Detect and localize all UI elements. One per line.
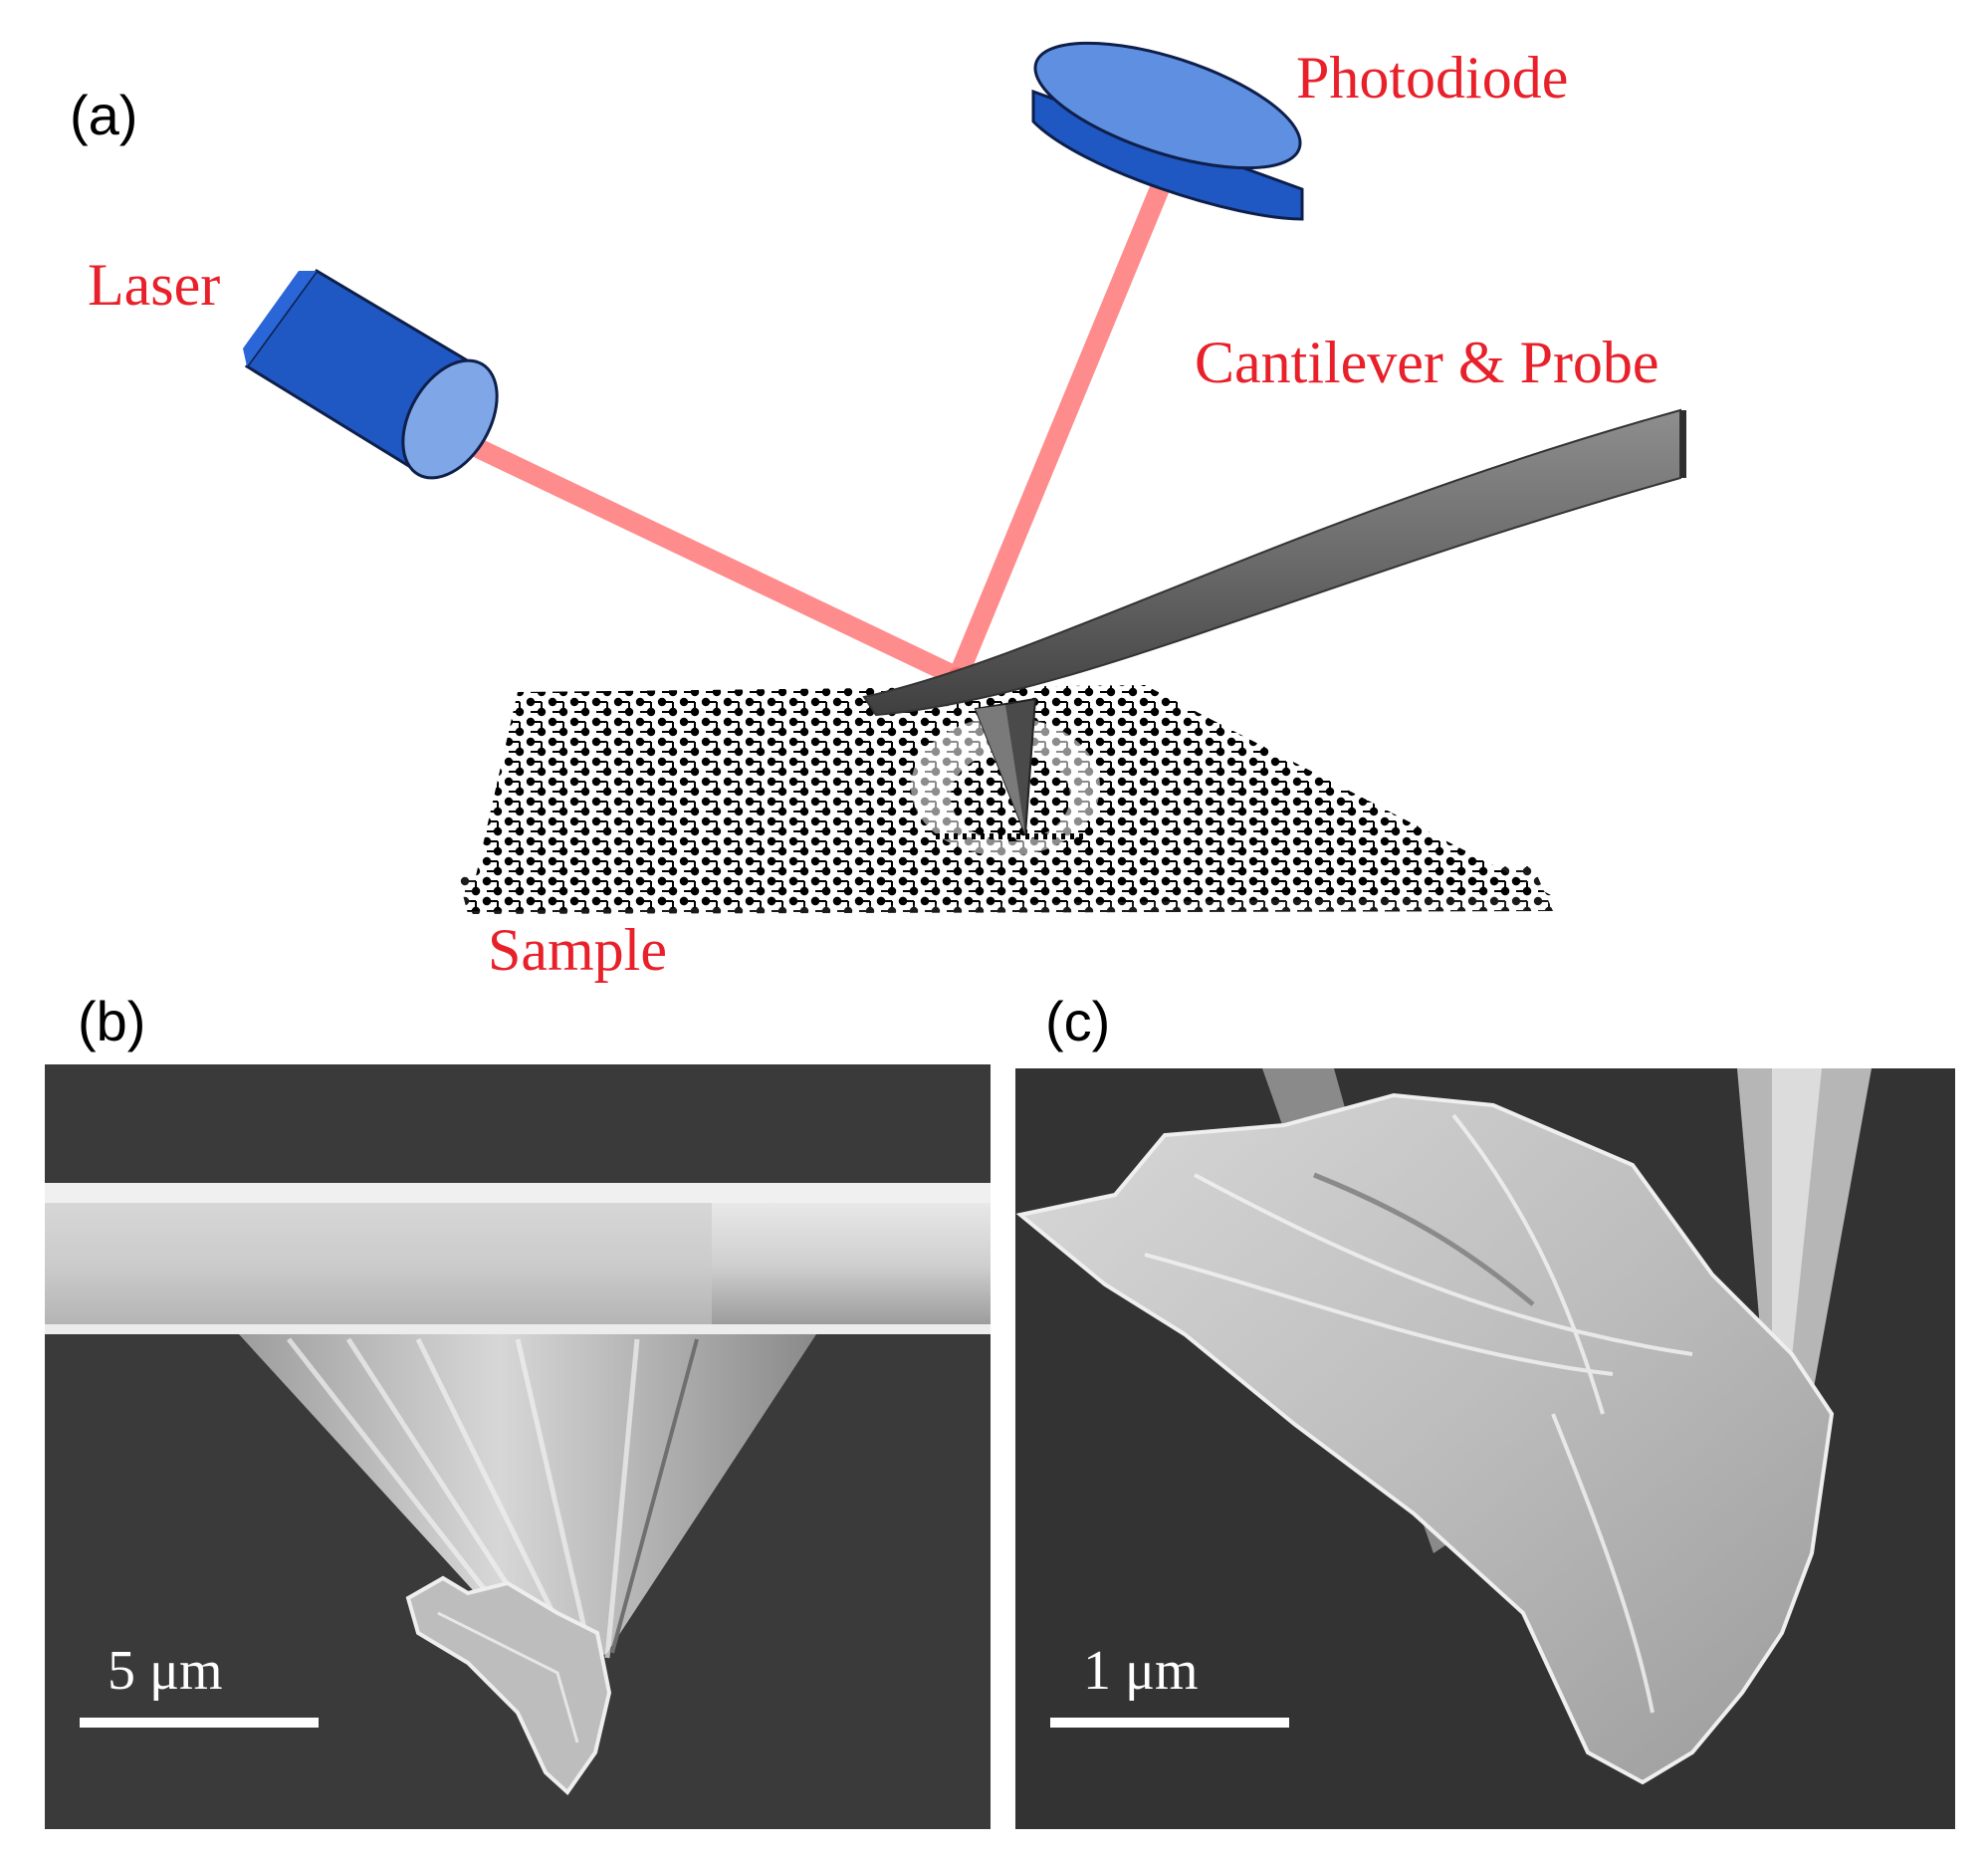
laser-label: Laser <box>88 252 221 318</box>
laser-beam <box>443 171 1173 687</box>
cantilever-probe <box>862 408 1686 835</box>
panel-label-a: (a) <box>70 84 138 146</box>
scale-label-b: 5 μm <box>108 1640 223 1702</box>
cantilever-label: Cantilever & Probe <box>1195 330 1659 395</box>
photodiode-label: Photodiode <box>1296 45 1569 111</box>
panel-c-micrograph <box>1015 1068 1955 1829</box>
laser-device <box>243 269 499 480</box>
panel-a-schematic <box>243 41 1686 914</box>
scale-bar-c <box>1050 1718 1289 1728</box>
sample-label: Sample <box>488 917 667 983</box>
panel-label-b: (b) <box>78 990 146 1052</box>
panel-b-micrograph <box>45 1064 991 1829</box>
panel-label-c: (c) <box>1045 990 1111 1052</box>
scale-bar-b <box>80 1718 319 1728</box>
photodiode-device <box>1031 41 1304 221</box>
scale-label-c: 1 μm <box>1083 1640 1199 1702</box>
